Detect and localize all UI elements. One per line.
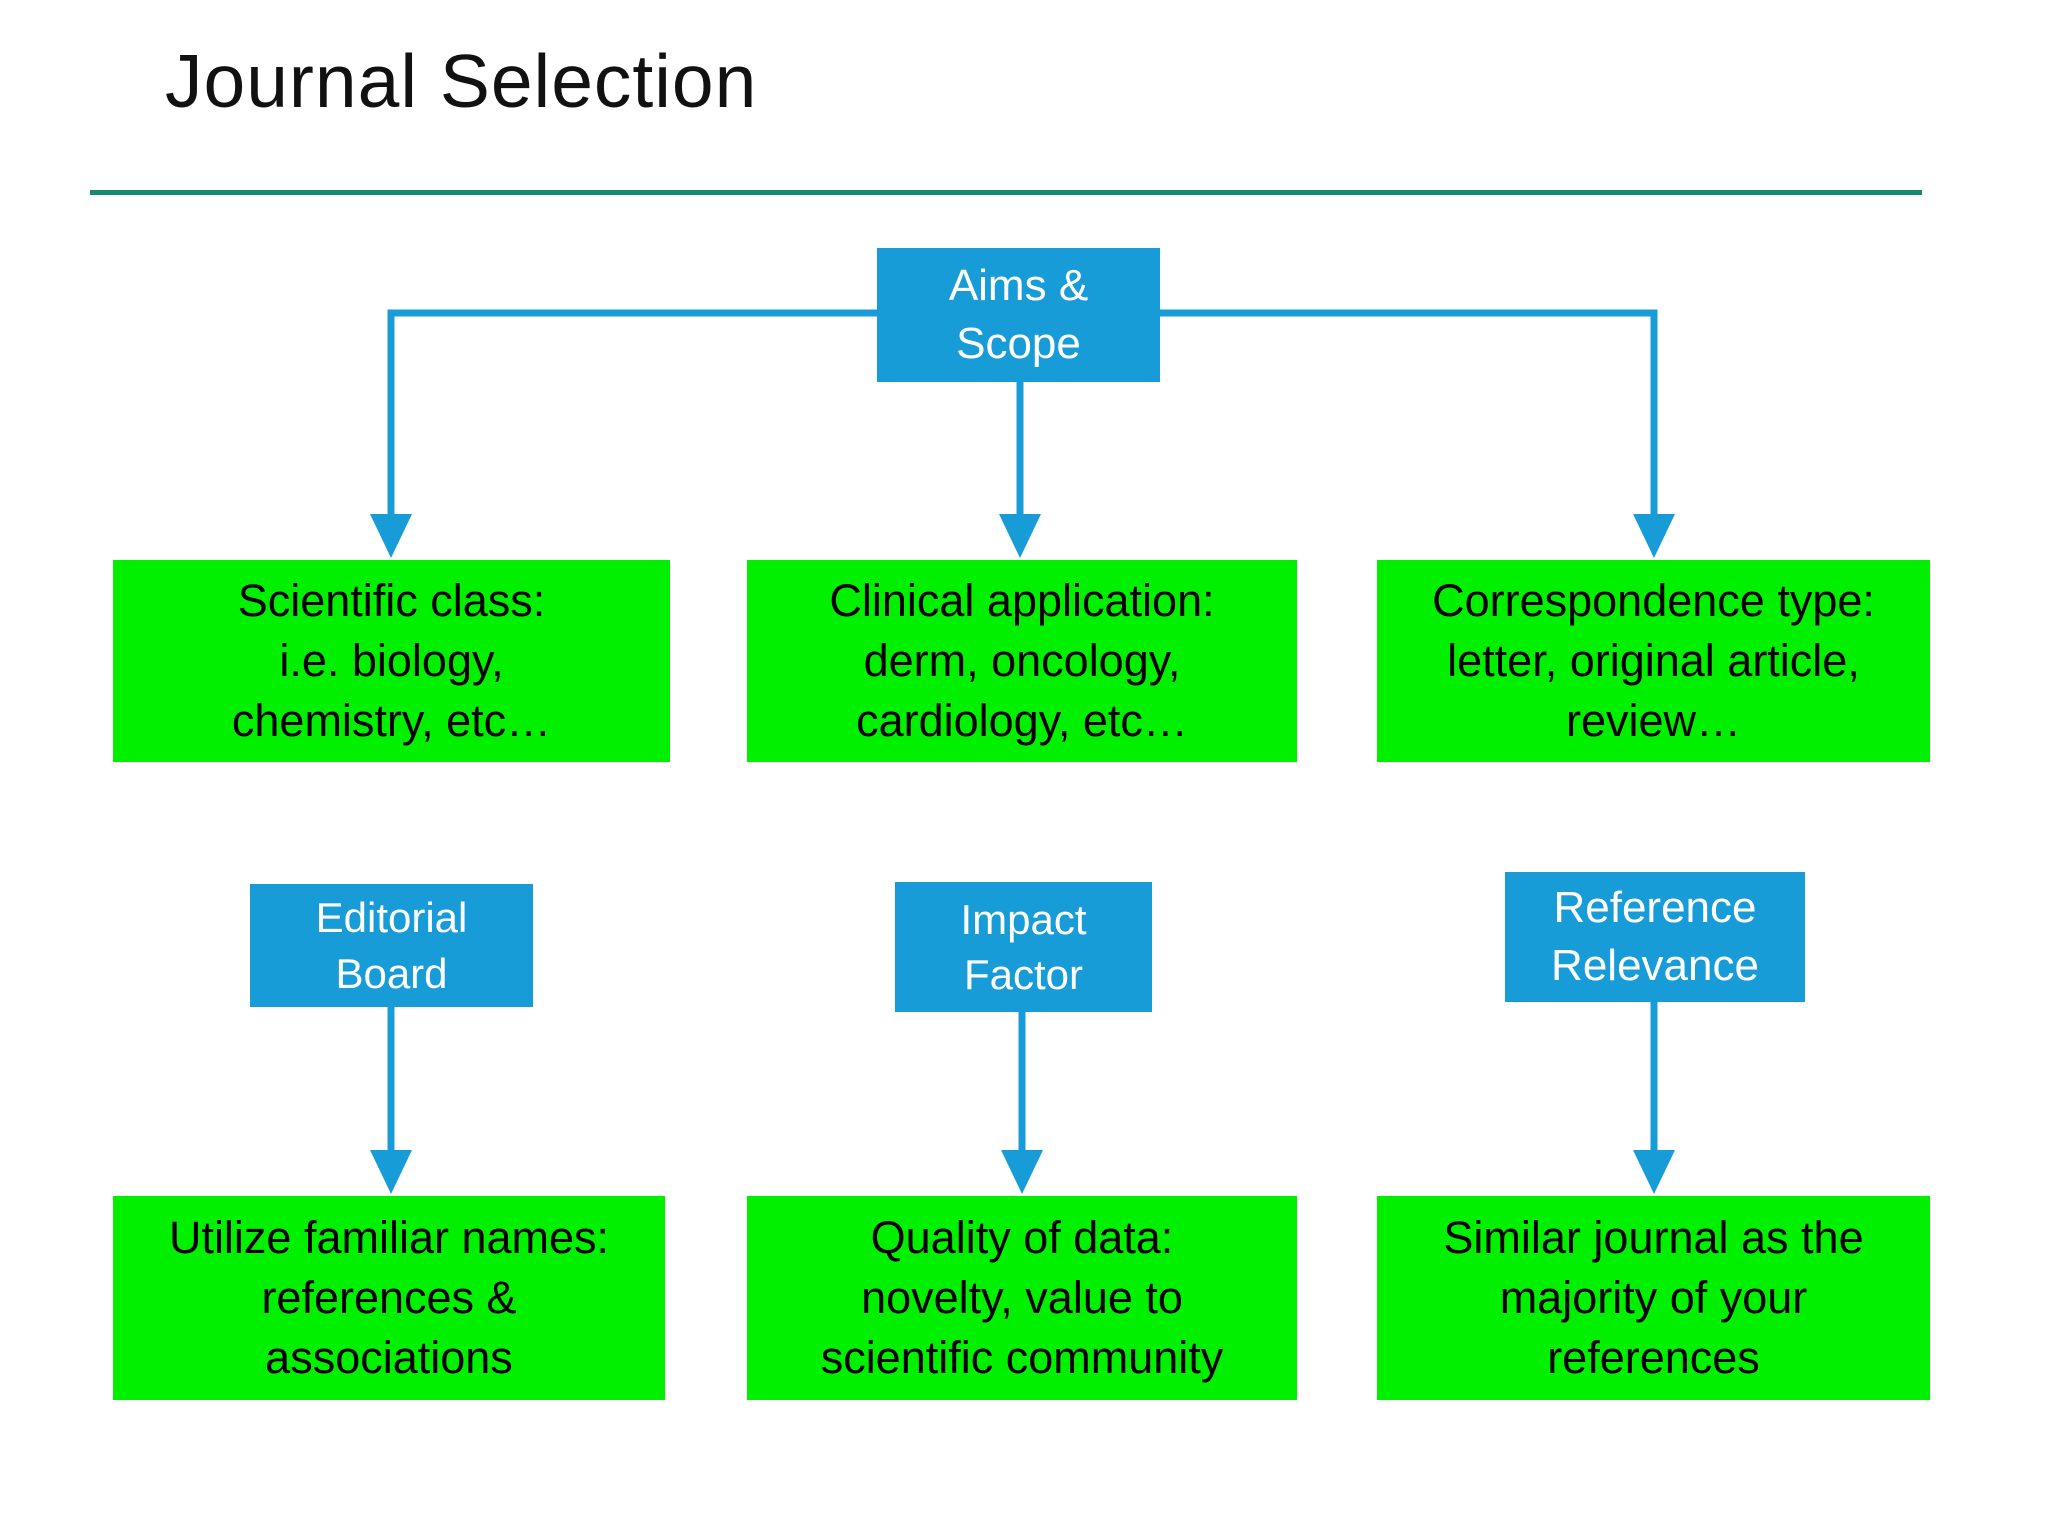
node-scientific-class: Scientific class: i.e. biology, chemistr… [113, 560, 670, 762]
node-clinical-application: Clinical application: derm, oncology, ca… [747, 560, 1297, 762]
arrowhead-aims-to-scientific [370, 514, 412, 558]
node-correspondence-type: Correspondence type: letter, original ar… [1377, 560, 1930, 762]
node-quality-of-data: Quality of data: novelty, value to scien… [747, 1196, 1297, 1400]
connector-aims-to-scientific [387, 309, 877, 520]
arrowhead-impact-to-quality [1001, 1150, 1043, 1194]
node-utilize-familiar-names: Utilize familiar names: references & ass… [113, 1196, 665, 1400]
node-editorial-board: Editorial Board [250, 884, 533, 1007]
arrowhead-editorial-to-utilize [370, 1150, 412, 1194]
node-similar-journal: Similar journal as the majority of your … [1377, 1196, 1930, 1400]
arrowhead-aims-to-correspondence [1633, 514, 1675, 558]
arrowhead-reference-to-similar [1633, 1150, 1675, 1194]
node-aims-scope: Aims & Scope [877, 248, 1160, 382]
title-underline [90, 190, 1922, 195]
node-impact-factor: Impact Factor [895, 882, 1152, 1012]
arrowhead-aims-to-clinical [999, 514, 1041, 558]
connector-aims-to-correspondence [1160, 309, 1658, 520]
node-reference-relevance: Reference Relevance [1505, 872, 1805, 1002]
page-title: Journal Selection [165, 39, 758, 123]
